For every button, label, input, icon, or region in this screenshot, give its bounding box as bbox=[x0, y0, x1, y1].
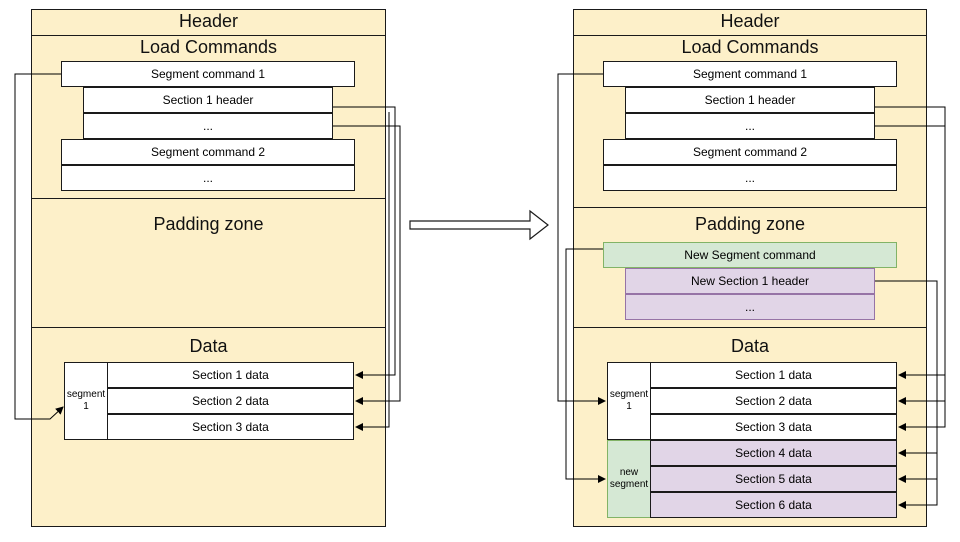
right-segment-1-label: segment 1 bbox=[607, 362, 651, 440]
left-padding-zone-title: Padding zone bbox=[153, 214, 264, 234]
left-segment-2-ellipsis: ... bbox=[61, 165, 355, 191]
left-load-commands-title: Load Commands bbox=[139, 37, 278, 57]
left-section-2-data: Section 2 data bbox=[107, 388, 354, 414]
right-new-segment-label-line2: segment bbox=[609, 479, 649, 490]
left-padding-divider bbox=[31, 327, 386, 328]
right-segment-1-label-line1: segment bbox=[609, 389, 649, 400]
left-header-title: Header bbox=[178, 11, 239, 31]
right-new-segment-label-line1: new bbox=[619, 467, 639, 478]
right-segment-command-1: Segment command 1 bbox=[603, 61, 897, 87]
right-padding-divider bbox=[573, 327, 927, 328]
right-padding-zone-title: Padding zone bbox=[694, 214, 806, 234]
right-header-divider bbox=[573, 35, 927, 36]
right-segment-2-ellipsis: ... bbox=[603, 165, 897, 191]
right-segment-1-label-line2: 1 bbox=[626, 401, 632, 412]
left-segment-command-1: Segment command 1 bbox=[61, 61, 355, 87]
right-new-section-1-header: New Section 1 header bbox=[625, 268, 875, 294]
right-section-3-data: Section 3 data bbox=[650, 414, 897, 440]
transform-arrow-icon bbox=[409, 209, 549, 241]
left-segment-1-label: segment 1 bbox=[64, 362, 108, 440]
left-segment-command-2: Segment command 2 bbox=[61, 139, 355, 165]
right-data-title: Data bbox=[730, 336, 770, 356]
left-section-3-data: Section 3 data bbox=[107, 414, 354, 440]
right-load-commands-title: Load Commands bbox=[681, 37, 819, 57]
right-section-2-data: Section 2 data bbox=[650, 388, 897, 414]
right-section-5-data: Section 5 data bbox=[650, 466, 897, 492]
right-section-ellipsis: ... bbox=[625, 113, 875, 139]
left-segment-1-label-line2: 1 bbox=[83, 401, 89, 412]
left-segment-1-label-line1: segment bbox=[66, 389, 106, 400]
right-loadcmd-divider bbox=[573, 207, 927, 208]
right-section-1-header: Section 1 header bbox=[625, 87, 875, 113]
right-section-4-data: Section 4 data bbox=[650, 440, 897, 466]
right-new-segment-label: new segment bbox=[607, 440, 651, 518]
right-section-1-data: Section 1 data bbox=[650, 362, 897, 388]
left-loadcmd-divider bbox=[31, 198, 386, 199]
left-section-1-data: Section 1 data bbox=[107, 362, 354, 388]
right-section-6-data: Section 6 data bbox=[650, 492, 897, 518]
right-new-section-ellipsis: ... bbox=[625, 294, 875, 320]
right-new-segment-command: New Segment command bbox=[603, 242, 897, 268]
right-header-title: Header bbox=[720, 11, 780, 31]
left-section-1-header: Section 1 header bbox=[83, 87, 333, 113]
right-segment-command-2: Segment command 2 bbox=[603, 139, 897, 165]
left-section-ellipsis: ... bbox=[83, 113, 333, 139]
left-data-title: Data bbox=[189, 336, 228, 356]
left-header-divider bbox=[31, 35, 386, 36]
